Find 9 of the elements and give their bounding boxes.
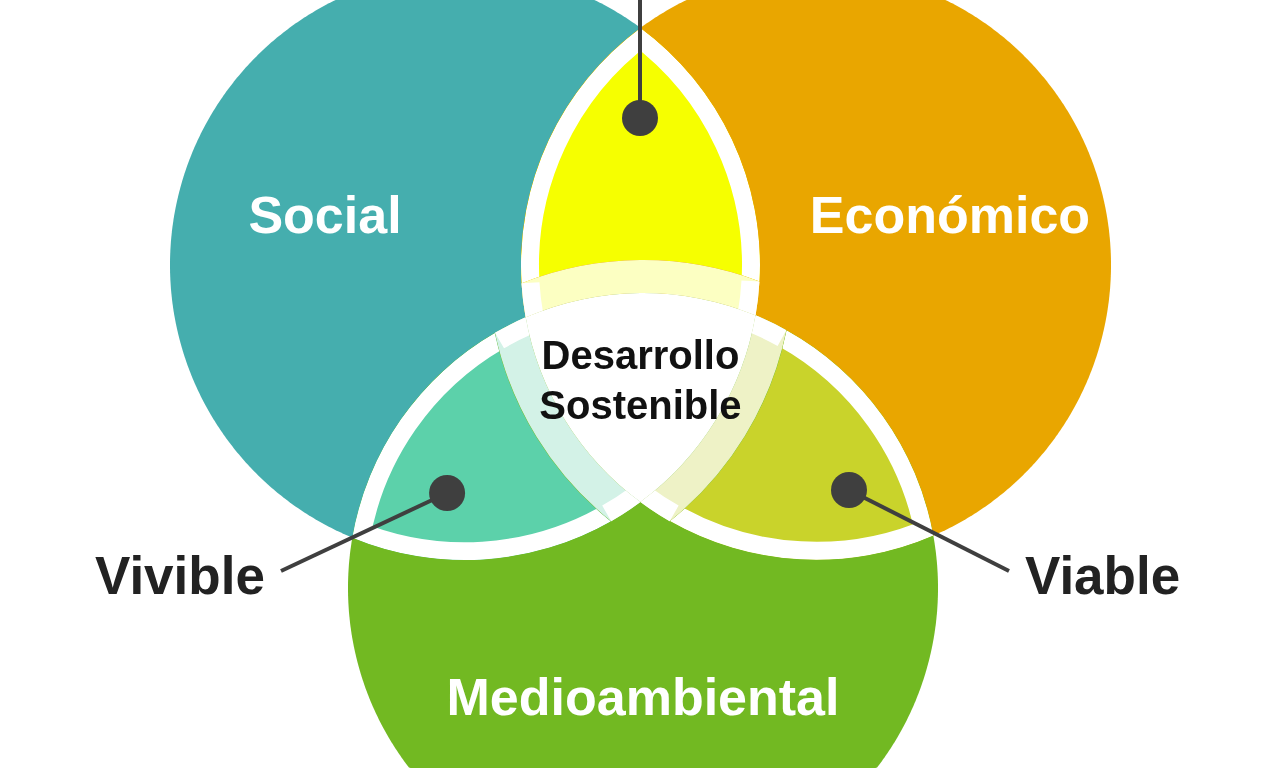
circle-label: Económico — [809, 189, 1091, 241]
callout-label: Vivible — [95, 548, 265, 602]
leader-line — [831, 472, 1010, 573]
leader-line — [622, 0, 658, 136]
circle-label: Medioambiental — [446, 671, 840, 723]
circle-label: Social — [248, 189, 402, 241]
center-label: Desarrollo Sostenible — [539, 332, 742, 429]
leader-line — [280, 475, 465, 573]
callout-label: Viable — [1025, 548, 1181, 602]
